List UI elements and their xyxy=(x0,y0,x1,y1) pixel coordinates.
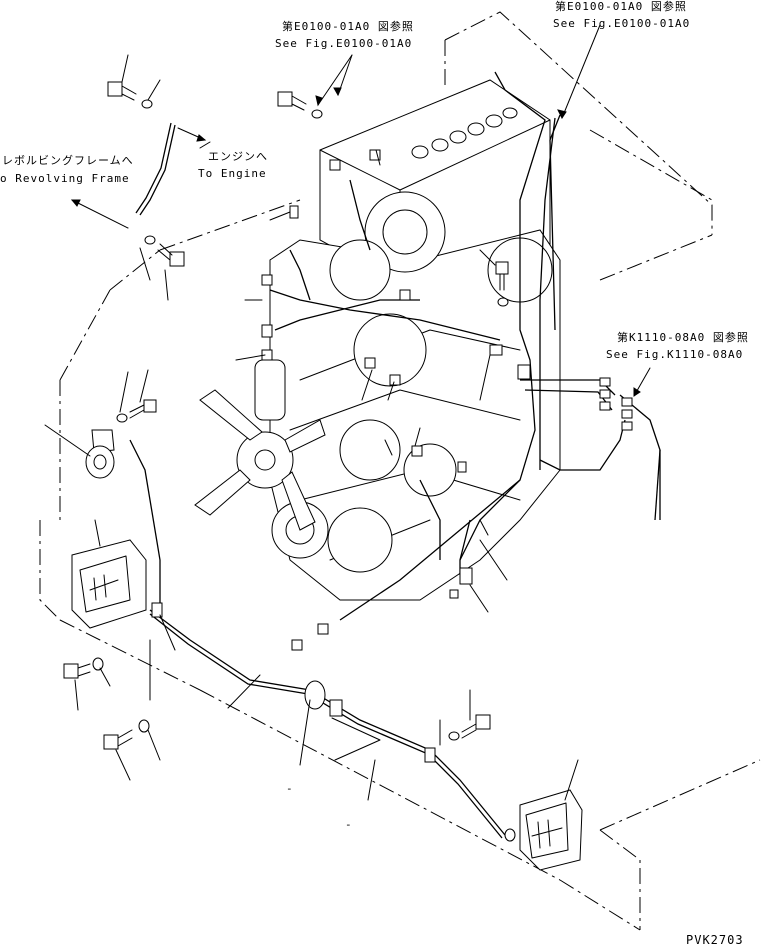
ref-top-right-en: See Fig.E0100-01A0 xyxy=(553,17,691,30)
part-mark-a: - xyxy=(286,782,294,795)
direction-engine-en: To Engine xyxy=(198,167,267,180)
callout-leaders xyxy=(44,54,579,801)
ref-right-jp: 第K1110-08A0 図参照 xyxy=(617,331,749,344)
ref-top-center-jp: 第E0100-01A0 図参照 xyxy=(282,20,414,33)
work-lamp-left xyxy=(71,539,147,629)
direction-frame-en: o Revolving Frame xyxy=(0,172,130,185)
ref-right-en: See Fig.K1110-08A0 xyxy=(606,348,744,361)
drawing-id: PVK2703 xyxy=(686,933,744,947)
frame-outline xyxy=(39,11,761,931)
ref-top-center-en: See Fig.E0100-01A0 xyxy=(275,37,413,50)
direction-frame-jp: レボルビングフレームへ xyxy=(2,154,134,167)
fasteners xyxy=(63,81,509,750)
direction-engine-jp: エンジンへ xyxy=(208,150,268,163)
horn xyxy=(85,429,115,479)
part-mark-b: - xyxy=(345,818,353,831)
work-lamp-right xyxy=(519,789,583,871)
fan xyxy=(194,389,326,531)
direction-arrows xyxy=(70,87,641,397)
ref-top-right-jp: 第E0100-01A0 図参照 xyxy=(555,0,687,13)
